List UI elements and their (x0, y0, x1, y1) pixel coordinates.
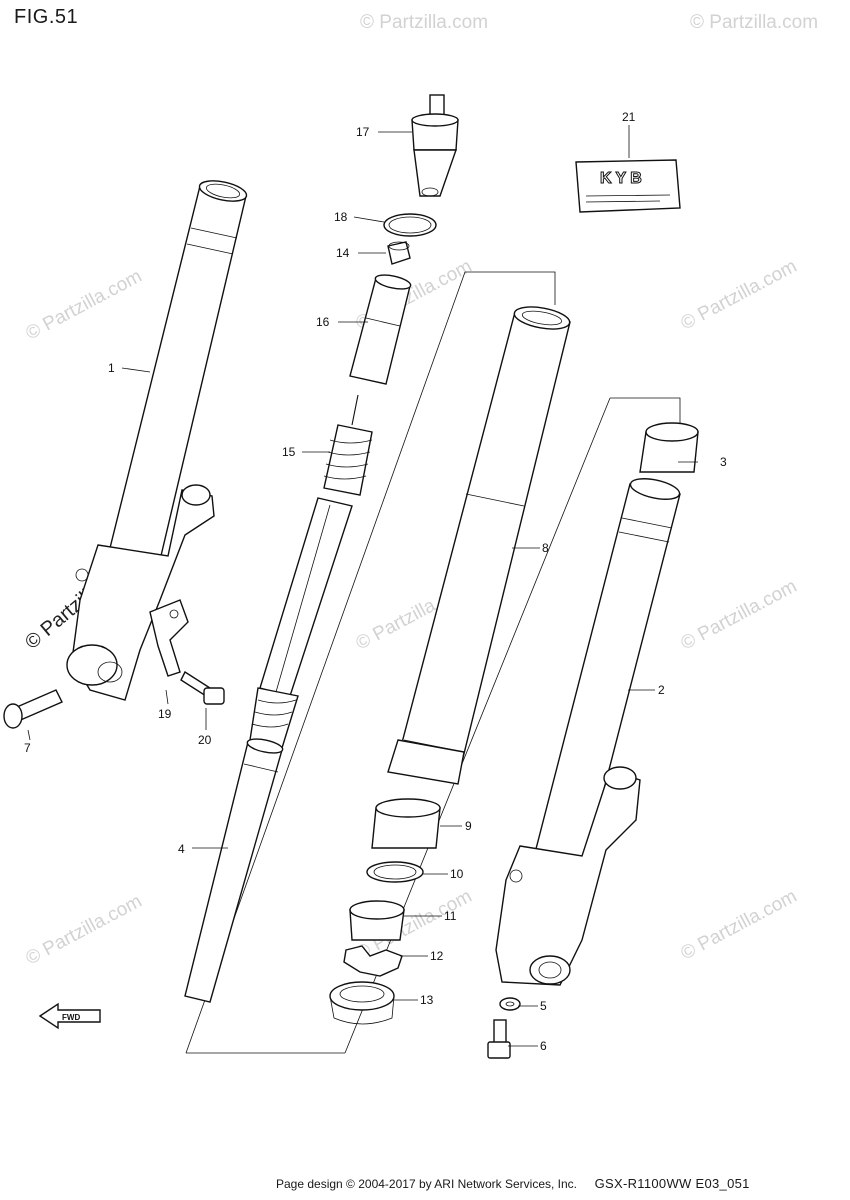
part-2-outer-tube (495, 478, 681, 986)
footer-credit: Page design © 2004-2017 by ARI Network S… (276, 1177, 578, 1191)
callout-8: 8 (542, 541, 549, 555)
watermark-text: © Partzilla.com (677, 576, 800, 655)
callout-20: 20 (198, 733, 212, 747)
callout-5: 5 (540, 999, 547, 1013)
watermark-text: © Partzilla.com (360, 12, 488, 33)
label-plate-brand: KYB (600, 170, 646, 187)
footer-model-code: GSX-R1100WW E03_051 (594, 1176, 750, 1191)
watermark-text: © Partzilla.com (677, 886, 800, 965)
part-18-o-ring (383, 213, 437, 237)
callout-14: 14 (336, 246, 350, 260)
callout-10: 10 (450, 867, 464, 881)
watermark-text: © Partzilla.com (22, 266, 145, 345)
assembly-bracket-right (344, 397, 681, 1054)
part-5-gasket-inner (505, 1001, 515, 1007)
callout-9: 9 (465, 819, 472, 833)
callout-numbers: 1 2 3 4 5 6 7 8 9 10 11 12 13 14 15 16 1… (24, 110, 727, 1053)
part-6-damper-bolt (487, 1019, 511, 1059)
callout-6: 6 (540, 1039, 547, 1053)
part-9-slide-bushing (371, 798, 441, 849)
callout-21: 21 (622, 110, 636, 124)
callout-7: 7 (24, 741, 31, 755)
forward-direction-arrow: FWD (38, 1002, 101, 1030)
callout-18: 18 (334, 210, 348, 224)
part-8-inner-tube (387, 306, 571, 785)
part-4-inner-tube (184, 738, 284, 1003)
page-footer: Page design © 2004-2017 by ARI Network S… (276, 1176, 836, 1196)
part-3-guide-bushing (639, 422, 699, 473)
watermark-text: © Partzilla.com (690, 12, 818, 33)
part-1-outer-tube (66, 180, 248, 701)
callout-15: 15 (282, 445, 296, 459)
part-10-washer-inner (373, 864, 417, 880)
callout-12: 12 (430, 949, 444, 963)
callout-3: 3 (720, 455, 727, 469)
figure-title: FIG.51 (14, 6, 79, 28)
part-16-spacer (349, 274, 412, 385)
part-17-top-cap-bolt (411, 94, 459, 197)
part-7-axle-pinch-bolt (3, 689, 63, 729)
fwd-arrow-label: FWD (62, 1013, 80, 1022)
part-14-lock-nut (387, 241, 411, 265)
part-11-oil-seal (349, 900, 405, 941)
watermark-text: © Partzilla.com (677, 256, 800, 335)
part-12-stopper-ring (343, 945, 403, 977)
watermark-text: © Partzilla.com (22, 891, 145, 970)
part-19-hose-bracket (149, 599, 189, 677)
callout-13: 13 (420, 993, 434, 1007)
callout-19: 19 (158, 707, 172, 721)
part-5-gasket (499, 997, 521, 1011)
part-20-bolt (180, 670, 225, 705)
callout-11: 11 (444, 909, 457, 923)
callout-16: 16 (316, 315, 330, 329)
callout-leaders (27, 125, 698, 1047)
callout-4: 4 (178, 842, 185, 856)
part-18-o-ring-inner (388, 216, 432, 234)
part-13-dust-seal (329, 981, 395, 1025)
part-15-damper-rod-spring (249, 394, 373, 749)
callout-1: 1 (108, 361, 115, 375)
part-21-label-plate: KYB (575, 159, 681, 213)
callout-17: 17 (356, 125, 370, 139)
callout-2: 2 (658, 683, 665, 697)
